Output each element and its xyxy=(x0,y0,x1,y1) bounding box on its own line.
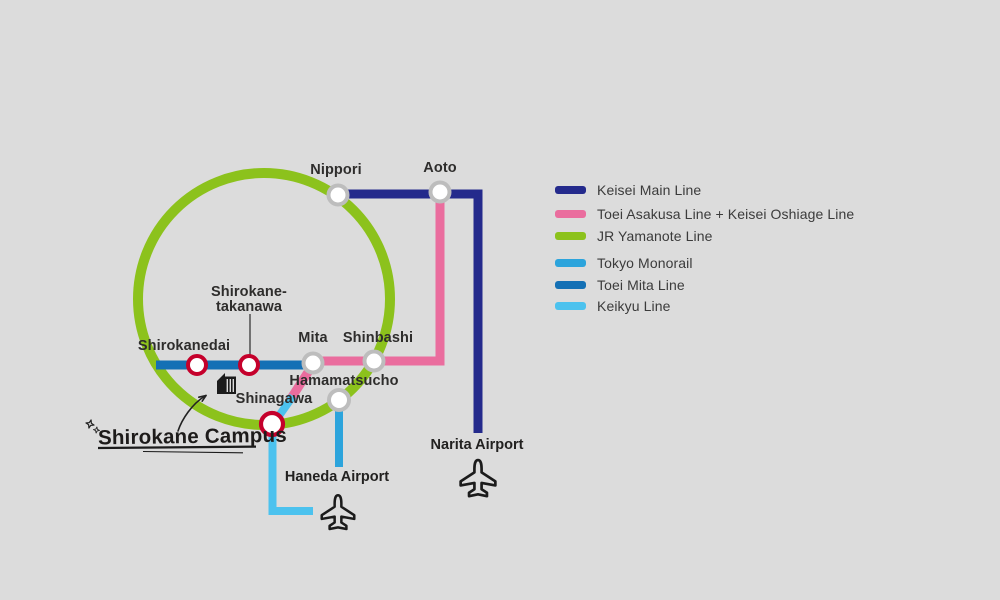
station-label-aoto: Aoto xyxy=(423,160,457,176)
station-marker-shirokane-takanawa xyxy=(238,354,260,376)
legend-row-asakusa-oshiage: Toei Asakusa Line + Keisei Oshiage Line xyxy=(555,205,854,223)
legend-row-yamanote: JR Yamanote Line xyxy=(555,227,713,245)
campus-label: Shirokane Campus xyxy=(97,423,288,450)
legend-swatch-asakusa-oshiage xyxy=(555,210,586,218)
station-label-shinbashi: Shinbashi xyxy=(342,330,414,346)
keisei-main-line xyxy=(338,189,483,433)
legend-row-monorail: Tokyo Monorail xyxy=(555,254,693,272)
legend-label-keisei-main: Keisei Main Line xyxy=(597,182,702,198)
campus-underline xyxy=(97,445,257,454)
airport-label-haneda: Haneda Airport xyxy=(284,469,390,485)
keikyu-line xyxy=(268,393,313,515)
legend-label-mita: Toei Mita Line xyxy=(597,277,685,293)
station-label-shinagawa: Shinagawa xyxy=(235,391,313,407)
campus-arrow xyxy=(177,394,207,432)
station-marker-aoto xyxy=(428,180,452,204)
legend-label-monorail: Tokyo Monorail xyxy=(597,255,693,271)
station-marker-mita xyxy=(301,351,325,375)
airport-label-narita: Narita Airport xyxy=(430,437,524,453)
station-label-shirokanedai: Shirokanedai xyxy=(137,338,231,354)
station-label-mita: Mita xyxy=(298,330,328,346)
legend-swatch-yamanote xyxy=(555,232,586,240)
legend-row-mita: Toei Mita Line xyxy=(555,276,685,294)
legend-label-keikyu: Keikyu Line xyxy=(597,298,671,314)
station-label-nippori: Nippori xyxy=(310,162,362,178)
legend-label-yamanote: JR Yamanote Line xyxy=(597,228,713,244)
station-marker-hamamatsucho xyxy=(327,388,351,412)
campus-building-icon xyxy=(217,373,236,394)
legend-label-asakusa-oshiage: Toei Asakusa Line + Keisei Oshiage Line xyxy=(597,206,855,222)
legend-swatch-keisei-main xyxy=(555,186,586,194)
legend-row-keisei-main: Keisei Main Line xyxy=(555,181,701,199)
station-label-hamamatsucho: Hamamatsucho xyxy=(289,373,399,389)
legend-swatch-monorail xyxy=(555,259,586,267)
station-marker-shirokanedai xyxy=(186,354,208,376)
station-marker-shinbashi xyxy=(362,349,386,373)
sparkle-icon xyxy=(85,419,100,434)
station-marker-shinagawa xyxy=(258,410,286,438)
station-marker-nippori xyxy=(326,183,350,207)
asakusa-oshiage-line xyxy=(313,196,445,366)
airplane-icon-haneda xyxy=(320,493,356,531)
station-label-shirokane-takanawa: Shirokane-takanawa xyxy=(211,284,287,315)
legend-swatch-mita xyxy=(555,281,586,289)
airplane-icon-narita xyxy=(459,458,497,498)
legend-row-keikyu: Keikyu Line xyxy=(555,297,670,315)
legend-swatch-keikyu xyxy=(555,302,586,310)
